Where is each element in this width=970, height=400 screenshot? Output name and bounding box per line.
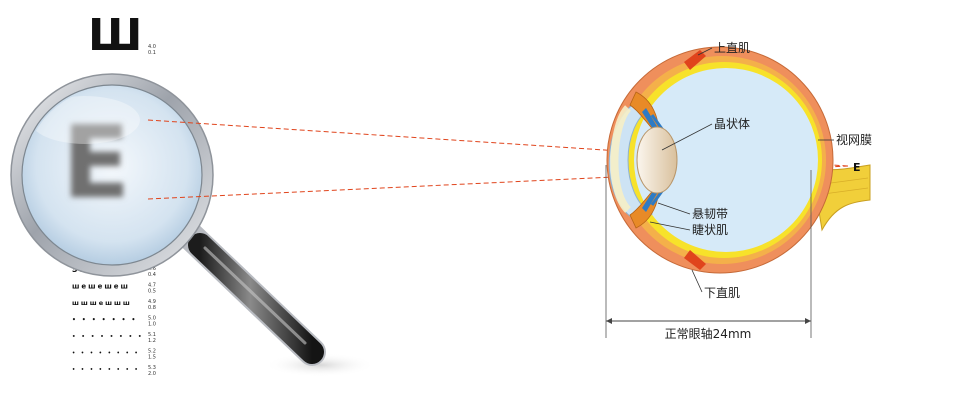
- eye-labels: 上直肌 晶状体 视网膜 悬韧带 睫状肌 下直肌: [649, 41, 872, 300]
- magnifier-handle: [168, 214, 326, 366]
- magnified-letter: E: [62, 104, 130, 221]
- chart-row-unit: 0.4: [148, 272, 156, 278]
- chart-row-value: 4.9: [148, 299, 156, 305]
- ray-bottom: [147, 165, 849, 200]
- label-inferior-rectus: 下直肌: [704, 286, 740, 300]
- superior-rectus-muscle: [684, 50, 706, 70]
- chart-row-symbols: шешешеш: [72, 283, 130, 291]
- label-retina: 视网膜: [836, 132, 872, 147]
- inferior-rectus-muscle: [684, 250, 706, 270]
- retina-image-letter: E: [853, 161, 861, 174]
- chart-row-value: 5.3: [148, 365, 156, 371]
- chart-row-value: 4.7: [148, 283, 156, 289]
- chart-row-symbols: шшшешшш: [72, 299, 132, 307]
- axial-length-label: 正常眼轴24mm: [665, 326, 752, 341]
- chart-rows: ЭШЕШЭШ4.60.4шешешеш4.70.5шшшешшш4.90.8• …: [72, 265, 156, 377]
- eye-cross-section: E: [606, 46, 871, 274]
- magnifier-lens: E: [10, 73, 214, 277]
- chart-row-symbols: • • • • • • • •: [72, 351, 140, 357]
- chart-row-symbols: • • • • • • • •: [72, 367, 140, 373]
- chart-row-unit: 0.8: [148, 305, 156, 311]
- axial-length-dimension: 正常眼轴24mm: [605, 165, 812, 341]
- chart-row-value: 5.2: [148, 349, 156, 355]
- label-zonule: 悬韧带: [692, 207, 728, 221]
- chart-row-unit: 1.5: [148, 355, 156, 361]
- crystalline-lens: [636, 126, 678, 194]
- chart-top-value: 4.0: [148, 44, 156, 50]
- chart-row-unit: 1.2: [148, 338, 156, 344]
- label-ciliary-muscle: 睫状肌: [692, 223, 728, 237]
- chart-row-value: 4.6: [148, 266, 156, 272]
- chart-row-symbols: • • • • • • •: [72, 317, 137, 324]
- label-superior-rectus: 上直肌: [714, 41, 750, 55]
- label-lens: 晶状体: [714, 117, 750, 131]
- chart-row-value: 5.0: [148, 316, 156, 322]
- magnifier-shadow: [265, 353, 375, 377]
- chart-row-symbols: • • • • • • • •: [72, 334, 144, 340]
- vitreous: [634, 68, 818, 252]
- chart-row-unit: 2.0: [148, 371, 156, 377]
- chart-top-letter: Ш: [88, 10, 142, 61]
- chart-top-unit: 0.1: [148, 50, 156, 56]
- chart-row-unit: 1.0: [148, 322, 156, 328]
- chart-row-value: 5.1: [148, 332, 156, 338]
- chart-row-unit: 0.5: [148, 289, 156, 295]
